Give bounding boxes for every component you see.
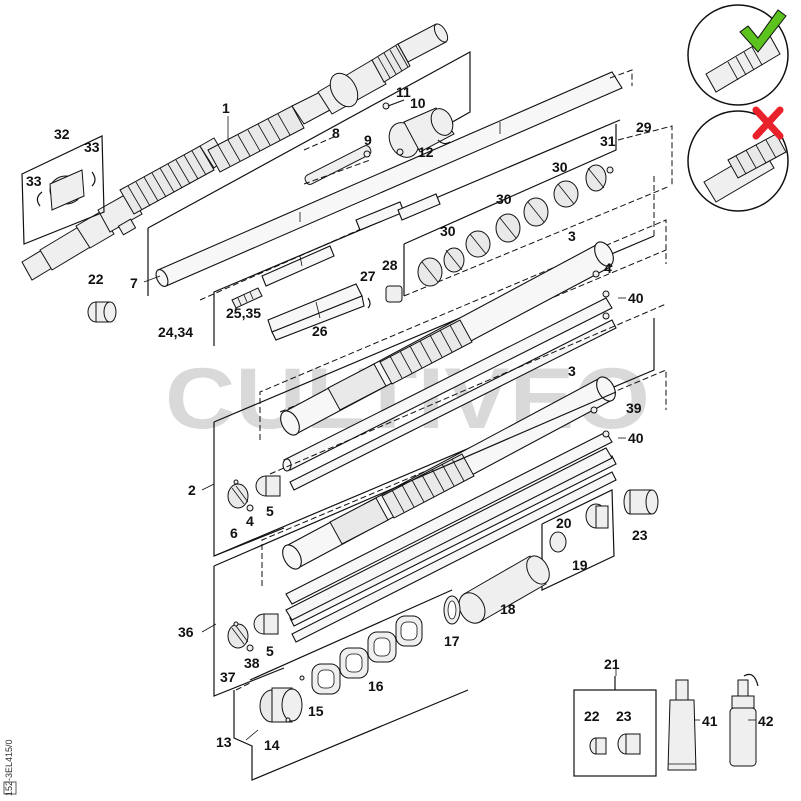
- handle-sleeve: [443, 555, 550, 625]
- callout-20: 20: [556, 515, 572, 531]
- cross-mark-icon: [752, 106, 784, 140]
- callout-41: 41: [702, 713, 718, 729]
- callout-33b: 33: [26, 173, 42, 189]
- callout-19: 19: [572, 557, 588, 573]
- image-code: 152-3EL415/0: [4, 739, 14, 796]
- callout-17: 17: [444, 633, 460, 649]
- callout-5a: 5: [266, 503, 274, 519]
- drive-rod-parts: [231, 193, 441, 341]
- callout-4a: 4: [604, 260, 612, 276]
- end-cap-group: [541, 489, 659, 591]
- callout-22a: 22: [88, 271, 104, 287]
- callout-2: 2: [188, 482, 196, 498]
- callout-40a: 40: [628, 290, 644, 306]
- callout-labels: 1 2 3 3 4 4 5 5 6 7 8 9 10 11 12 13 14 1…: [26, 84, 774, 753]
- callout-8: 8: [332, 125, 340, 141]
- tube-section-lower: [213, 391, 617, 697]
- callout-30b: 30: [496, 191, 512, 207]
- callout-5b: 5: [266, 643, 274, 659]
- callout-30c: 30: [552, 159, 568, 175]
- callout-39: 39: [626, 400, 642, 416]
- callout-37: 37: [220, 669, 236, 685]
- inset-correct: [687, 4, 789, 106]
- sleeve-part-22: [87, 301, 117, 323]
- callout-23a: 23: [632, 527, 648, 543]
- callout-3b: 3: [568, 363, 576, 379]
- callout-16: 16: [368, 678, 384, 694]
- callout-36: 36: [178, 624, 194, 640]
- callout-32: 32: [54, 126, 70, 142]
- callout-30a: 30: [440, 223, 456, 239]
- leader-lines: [143, 116, 756, 741]
- callout-12: 12: [418, 144, 434, 160]
- inner-shaft: [155, 69, 633, 287]
- callout-13: 13: [216, 734, 232, 750]
- callout-7: 7: [130, 275, 138, 291]
- callout-1: 1: [222, 100, 230, 116]
- callout-40b: 40: [628, 430, 644, 446]
- check-mark-icon: [739, 9, 787, 53]
- sleeve-part-28: [385, 285, 403, 303]
- callout-14: 14: [264, 737, 280, 753]
- callout-31: 31: [600, 133, 616, 149]
- callout-24-34: 24,34: [158, 324, 193, 340]
- callout-4b: 4: [246, 513, 254, 529]
- callout-15: 15: [308, 703, 324, 719]
- clamp-part: [382, 99, 455, 158]
- callout-22b: 22: [584, 708, 600, 724]
- callout-38: 38: [244, 655, 260, 671]
- callout-33a: 33: [84, 139, 100, 155]
- callout-27: 27: [360, 268, 376, 284]
- callout-6: 6: [230, 525, 238, 541]
- callout-42: 42: [758, 713, 774, 729]
- callout-9: 9: [364, 132, 372, 148]
- callout-10: 10: [410, 95, 426, 111]
- ring-set: [233, 589, 469, 781]
- callout-18: 18: [500, 601, 516, 617]
- clamp-kit-frame: [21, 135, 105, 245]
- drive-shaft-assembly: [21, 23, 449, 281]
- callout-26: 26: [312, 323, 328, 339]
- callout-23b: 23: [616, 708, 632, 724]
- inset-incorrect: [687, 110, 789, 212]
- callout-28: 28: [382, 257, 398, 273]
- callout-11: 11: [396, 84, 411, 100]
- oil-bottle: [729, 673, 759, 767]
- tube-section-upper: [213, 176, 667, 557]
- callout-3a: 3: [568, 228, 576, 244]
- kit-box: [573, 676, 657, 777]
- grease-tube: [667, 679, 697, 771]
- bearing-group: [403, 124, 673, 297]
- callout-21: 21: [604, 656, 620, 672]
- corner-marker: [3, 781, 17, 795]
- callout-25-35: 25,35: [226, 305, 261, 321]
- callout-29: 29: [636, 119, 652, 135]
- pin-part: [303, 135, 372, 185]
